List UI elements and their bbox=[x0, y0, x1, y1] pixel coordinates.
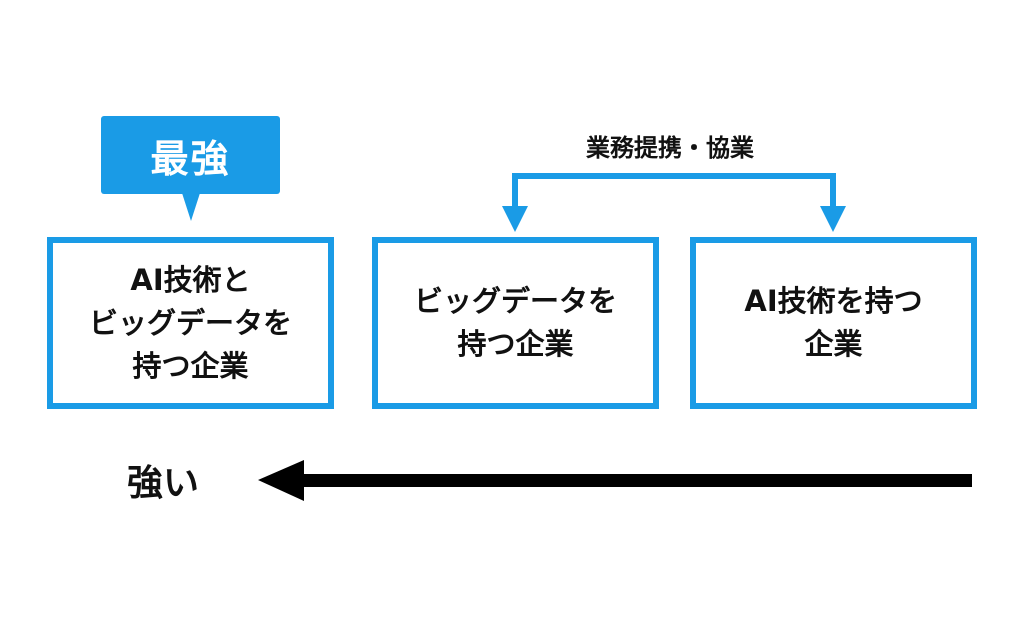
box-middle-line-1: ビッグデータを bbox=[413, 284, 617, 318]
strongest-callout: 最強 bbox=[101, 116, 280, 194]
box-left-line-1: AI技術と bbox=[130, 262, 251, 297]
box-right-line-2: 企業 bbox=[804, 327, 863, 361]
strength-arrow-head bbox=[258, 460, 304, 501]
company-box-bigdata: ビッグデータを 持つ企業 bbox=[372, 237, 659, 409]
partnership-arrowhead-left bbox=[502, 206, 528, 232]
callout-pointer bbox=[182, 193, 200, 221]
box-left-line-2: ビッグデータを bbox=[88, 305, 292, 340]
partnership-label: 業務提携・協業 bbox=[586, 134, 754, 162]
strongest-callout-label: 最強 bbox=[150, 136, 231, 181]
box-left-line-3: 持つ企業 bbox=[132, 348, 249, 383]
company-box-ai: AI技術を持つ 企業 bbox=[690, 237, 977, 409]
box-middle-line-2: 持つ企業 bbox=[457, 327, 574, 361]
strong-label: 強い bbox=[127, 463, 200, 504]
box-right-line-1: AI技術を持つ bbox=[744, 284, 923, 318]
strength-arrow-shaft bbox=[298, 474, 972, 487]
partnership-arrowhead-right bbox=[820, 206, 846, 232]
company-box-ai-and-bigdata: AI技術と ビッグデータを 持つ企業 bbox=[47, 237, 334, 409]
partnership-connector-line bbox=[512, 173, 836, 210]
